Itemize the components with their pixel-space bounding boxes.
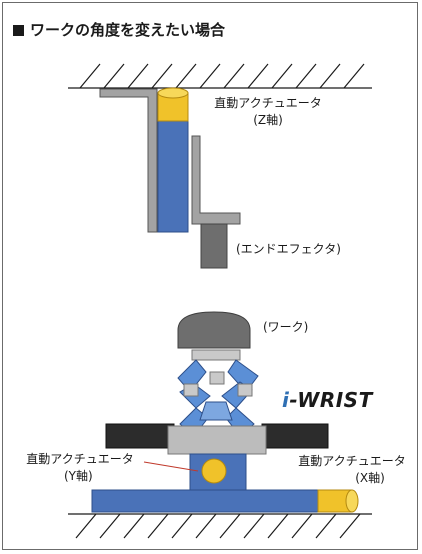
y-actuator-rod-end [201, 458, 227, 484]
mounting-bracket [99, 88, 158, 233]
motor-right [261, 423, 329, 449]
x-actuator-label-line1: 直動アクチュエータ [298, 454, 406, 468]
x-actuator-label: 直動アクチュエータ (X軸) [290, 452, 414, 486]
wrist-top-plate [191, 349, 241, 361]
i-wrist-logo-name: -WRIST [289, 388, 373, 412]
z-slider-plate [191, 135, 241, 225]
workpiece-dome [177, 311, 251, 349]
y-actuator-label-line1: 直動アクチュエータ [26, 452, 134, 466]
i-wrist-mechanism [177, 349, 259, 437]
ceiling-hatch [68, 63, 372, 89]
z-actuator-rod-top [157, 87, 189, 99]
i-wrist-logo: i-WRIST [282, 388, 373, 412]
floor-hatch [68, 513, 372, 539]
x-actuator-rod-end [345, 489, 359, 513]
z-actuator-body [157, 109, 189, 233]
end-effector-label: (エンドエフェクタ) [236, 242, 341, 256]
page-title: ワークの角度を変えたい場合 [13, 19, 225, 40]
y-actuator-label: 直動アクチュエータ (Y軸) [18, 450, 142, 484]
wrist-base-housing [167, 425, 267, 455]
title-text: ワークの角度を変えたい場合 [30, 21, 226, 39]
end-effector-block [200, 223, 228, 269]
wrist-joint-left [183, 383, 199, 397]
y-actuator-label-line2: (Y軸) [64, 469, 93, 483]
i-wrist-logo-prefix: i [282, 388, 290, 412]
x-actuator-body [91, 489, 349, 513]
wrist-link-center [199, 401, 233, 421]
workpiece-label: (ワーク) [263, 320, 309, 334]
wrist-joint-center [209, 371, 225, 385]
square-bullet-icon [13, 25, 24, 36]
motor-left [105, 423, 175, 449]
z-actuator-label: 直動アクチュエータ (Z軸) [206, 94, 330, 128]
z-actuator-label-line2: (Z軸) [253, 113, 283, 127]
z-actuator-label-line1: 直動アクチュエータ [214, 96, 322, 110]
wrist-joint-right [237, 383, 253, 397]
x-actuator-label-line2: (X軸) [355, 471, 385, 485]
y-actuator-leader [143, 461, 199, 472]
